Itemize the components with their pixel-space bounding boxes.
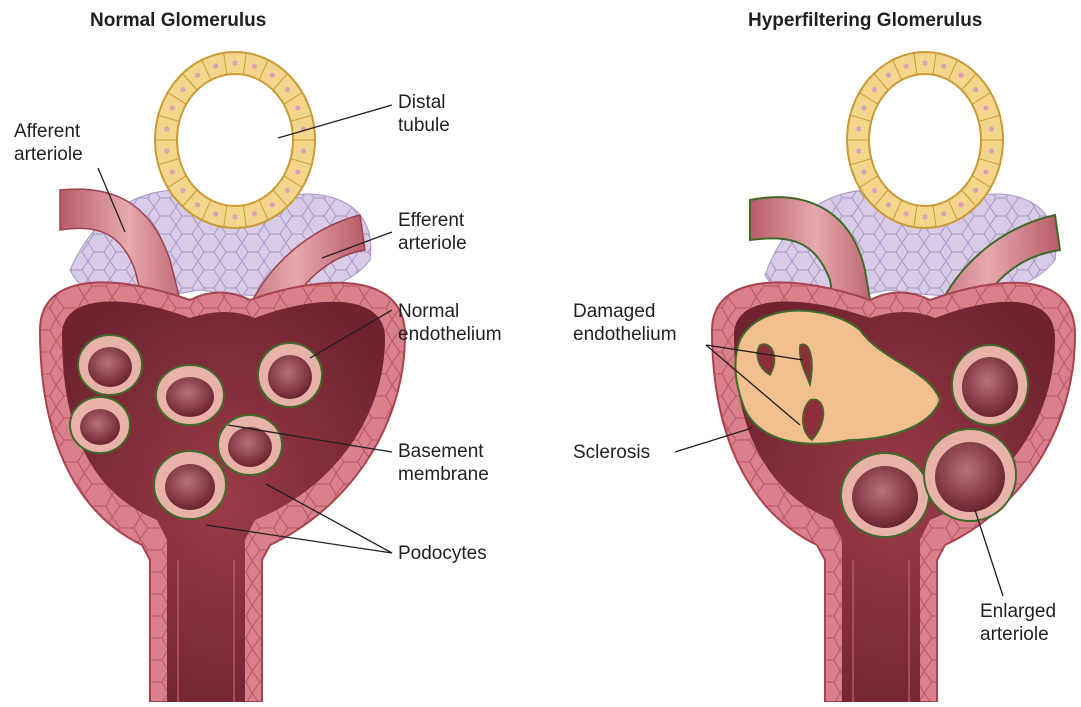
capillary-lumen (268, 355, 312, 399)
tubule-cell-nucleus (232, 214, 237, 219)
label-afferent-arteriole: Afferent arteriole (14, 120, 83, 166)
tubule-cell-nucleus (941, 64, 946, 69)
tubule-cell-nucleus (886, 73, 891, 78)
tubule-cell-nucleus (856, 126, 861, 131)
tubule-cell-nucleus (983, 169, 988, 174)
tubule-cell-nucleus (232, 60, 237, 65)
tubule-cell-nucleus (861, 105, 866, 110)
tubule-cell-nucleus (252, 64, 257, 69)
capillary-lumen (166, 377, 214, 417)
label-normal-endothelium: Normal endothelium (398, 300, 502, 346)
tubule-cell-nucleus (252, 211, 257, 216)
tubule-cell-nucleus (861, 169, 866, 174)
tubule-cell-nucleus (180, 87, 185, 92)
tubule-cell-nucleus (922, 60, 927, 65)
label-sclerosis: Sclerosis (573, 441, 650, 464)
label-efferent-arteriole: Efferent arteriole (398, 209, 467, 255)
distal-tubule (847, 52, 1003, 228)
tubule-cell-nucleus (295, 105, 300, 110)
tubule-cell-nucleus (959, 202, 964, 207)
tubule-cell-nucleus (164, 148, 169, 153)
capillary-lumen (935, 442, 1005, 512)
tubule-cell-nucleus (170, 105, 175, 110)
label-basement-membrane: Basement membrane (398, 440, 489, 486)
label-damaged-endothelium: Damaged endothelium (573, 300, 677, 346)
label-distal-tubule: Distal tubule (398, 91, 450, 137)
tubule-cell-nucleus (989, 148, 994, 153)
tubule-cell-nucleus (195, 73, 200, 78)
tubule-cell-nucleus (904, 64, 909, 69)
tubule-cell-nucleus (973, 188, 978, 193)
tubule-cell-nucleus (270, 202, 275, 207)
tubule-cell-nucleus (285, 188, 290, 193)
tubule-cell-nucleus (973, 87, 978, 92)
capillary-lumen (88, 347, 132, 387)
tubule-cell-nucleus (213, 64, 218, 69)
capillary-lumen (80, 409, 120, 445)
tubule-cell-nucleus (285, 87, 290, 92)
tubule-cell-nucleus (904, 211, 909, 216)
tubule-cell-nucleus (180, 188, 185, 193)
normal-glomerulus-art (40, 52, 405, 702)
capillary-lumen (165, 464, 215, 510)
capillary-lumen (852, 466, 918, 528)
capillary-lumen (962, 357, 1018, 417)
tubule-cell-nucleus (164, 126, 169, 131)
tubule-cell-nucleus (301, 148, 306, 153)
title-normal-glomerulus: Normal Glomerulus (90, 10, 266, 32)
distal-tubule (155, 52, 315, 228)
title-hyperfiltering-glomerulus: Hyperfiltering Glomerulus (748, 10, 982, 32)
tubule-cell-nucleus (959, 73, 964, 78)
tubule-cell-nucleus (195, 202, 200, 207)
tubule-cell-nucleus (922, 214, 927, 219)
tubule-cell-nucleus (856, 148, 861, 153)
tubule-cell-nucleus (872, 188, 877, 193)
tubule-cell-nucleus (213, 211, 218, 216)
tubule-cell-nucleus (886, 202, 891, 207)
tubule-cell-nucleus (872, 87, 877, 92)
label-podocytes: Podocytes (398, 542, 487, 565)
capillary-lumen (228, 427, 272, 467)
label-enlarged-arteriole: Enlarged arteriole (980, 600, 1056, 646)
tubule-cell-nucleus (983, 105, 988, 110)
tubule-cell-nucleus (170, 169, 175, 174)
tubule-cell-nucleus (989, 126, 994, 131)
tubule-cell-nucleus (270, 73, 275, 78)
tubule-cell-nucleus (941, 211, 946, 216)
leader-line-enlarged (975, 510, 1003, 596)
tubule-cell-nucleus (295, 169, 300, 174)
